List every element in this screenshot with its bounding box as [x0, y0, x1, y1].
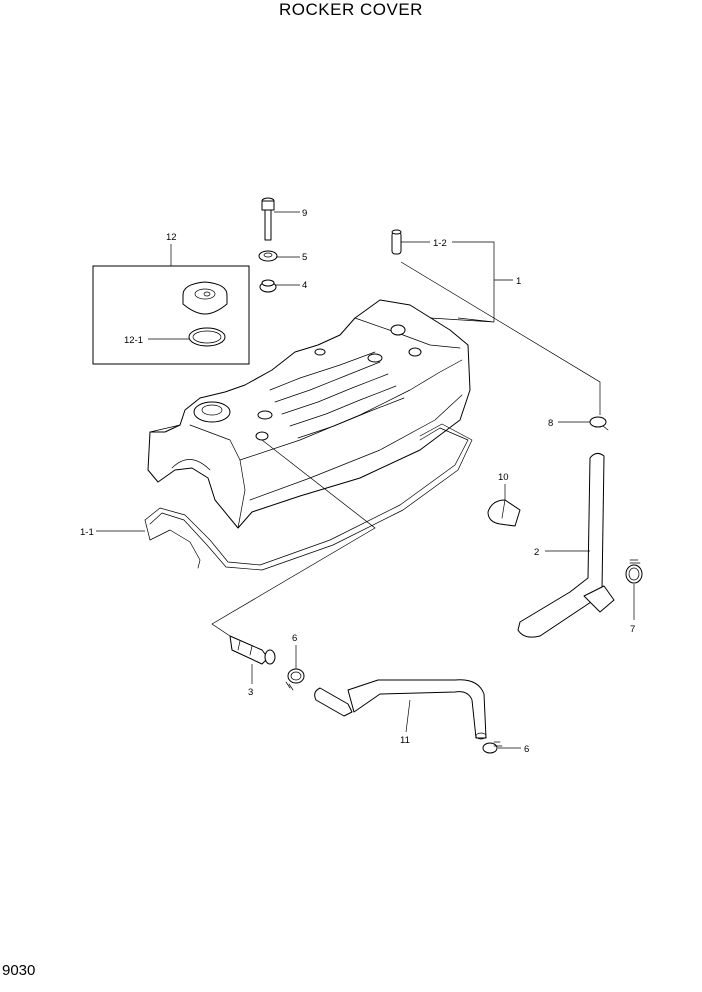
callout-8: 8: [548, 418, 553, 429]
oil-cap-o-ring: [188, 327, 226, 347]
callout-12-1: 12-1: [124, 335, 143, 346]
callout-2: 2: [534, 547, 539, 558]
clamp-part-7: [625, 559, 643, 584]
callout-5: 5: [302, 252, 307, 263]
callout-11: 11: [400, 735, 410, 746]
oil-filler-cap-group-box: [92, 265, 250, 365]
callout-4: 4: [302, 280, 307, 291]
callout-7: 7: [630, 624, 635, 635]
callout-10: 10: [498, 472, 509, 483]
hose-part-11: [314, 679, 487, 740]
grommet-part-4: [259, 279, 277, 293]
rocker-cover-body: [147, 299, 471, 529]
callout-3: 3: [248, 687, 253, 698]
callout-6-upper: 6: [292, 633, 297, 644]
bolt-part-9: [261, 197, 275, 241]
clamp-part-6-upper: [285, 668, 305, 691]
fitting-part-3: [229, 635, 276, 665]
callout-9: 9: [302, 208, 307, 219]
callout-1-2: 1-2: [433, 238, 447, 249]
page-number: 9030: [2, 962, 36, 979]
callout-1: 1: [516, 276, 521, 287]
callout-labels: 9 5 4 12 12-1 1-2 1 8 10 2 7 1-1 3 6 11 …: [80, 208, 635, 755]
callout-6-lower: 6: [524, 744, 529, 755]
cap-part-10: [487, 499, 521, 527]
pin-part-1-2: [391, 229, 402, 255]
clamp-part-6-lower: [482, 741, 503, 754]
callout-1-1: 1-1: [80, 527, 94, 538]
clip-part-8: [589, 416, 609, 431]
rocker-cover-gasket: [144, 423, 473, 571]
diagram-title: ROCKER COVER: [279, 0, 423, 19]
leader-lines: [96, 211, 635, 749]
hose-part-2: [517, 452, 615, 638]
callout-12: 12: [166, 232, 177, 243]
washer-part-5: [258, 250, 278, 262]
oil-filler-cap: [182, 281, 228, 315]
